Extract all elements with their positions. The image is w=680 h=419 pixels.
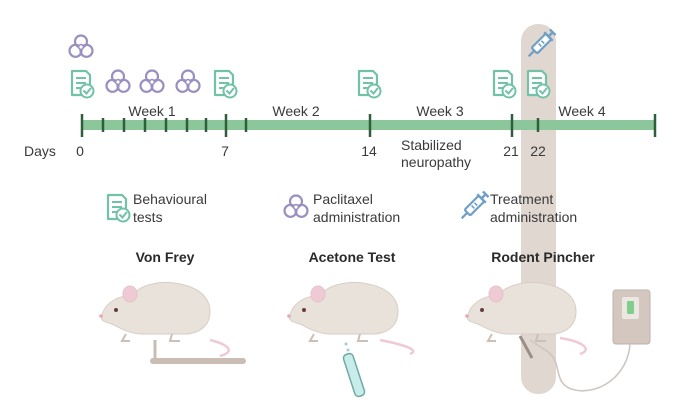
acetone-test-illustration bbox=[286, 281, 415, 398]
week-2-label: Week 2 bbox=[272, 103, 319, 119]
behavioural-test-icon bbox=[357, 69, 382, 99]
stabilized-neuropathy-label: Stabilized neuropathy bbox=[401, 137, 471, 170]
week-4-label: Week 4 bbox=[558, 103, 605, 119]
legend-paclitaxel-label: Paclitaxel administration bbox=[313, 191, 400, 225]
behavioural-test-icon bbox=[492, 69, 517, 99]
paclitaxel-icon bbox=[283, 194, 309, 218]
days-label: Days bbox=[24, 143, 56, 159]
test-acetone-title: Acetone Test bbox=[309, 249, 396, 265]
timeline-ticks bbox=[80, 114, 657, 137]
behavioural-test-icon bbox=[70, 69, 95, 99]
day-21-label: 21 bbox=[503, 143, 519, 159]
day-22-label: 22 bbox=[530, 143, 546, 159]
week-3-label: Week 3 bbox=[416, 103, 463, 119]
paclitaxel-icon bbox=[175, 69, 201, 93]
paclitaxel-icon bbox=[105, 69, 131, 93]
day-7-label: 7 bbox=[221, 143, 229, 159]
week-1-label: Week 1 bbox=[128, 103, 175, 119]
timeline-bar bbox=[82, 120, 655, 130]
behavioural-test-icon bbox=[213, 69, 238, 99]
von-frey-illustration bbox=[98, 281, 246, 364]
von-frey-filament-platform bbox=[150, 358, 246, 364]
rodent-pincher-illustration bbox=[464, 281, 651, 392]
legend-behavioural-label: Behavioural tests bbox=[133, 191, 211, 225]
day-14-label: 14 bbox=[361, 143, 377, 159]
behavioural-test-icon bbox=[106, 193, 131, 223]
behavioural-test-icon bbox=[526, 69, 551, 99]
paclitaxel-icon bbox=[139, 69, 165, 93]
legend-treatment-label: Treatment administration bbox=[490, 191, 577, 225]
test-pincher-title: Rodent Pincher bbox=[491, 249, 595, 265]
timeline bbox=[80, 114, 657, 137]
syringe-icon bbox=[460, 190, 490, 220]
acetone-syringe bbox=[342, 352, 366, 398]
paclitaxel-icon bbox=[68, 34, 94, 58]
day-0-label: 0 bbox=[76, 143, 84, 159]
test-von-frey-title: Von Frey bbox=[136, 249, 195, 265]
